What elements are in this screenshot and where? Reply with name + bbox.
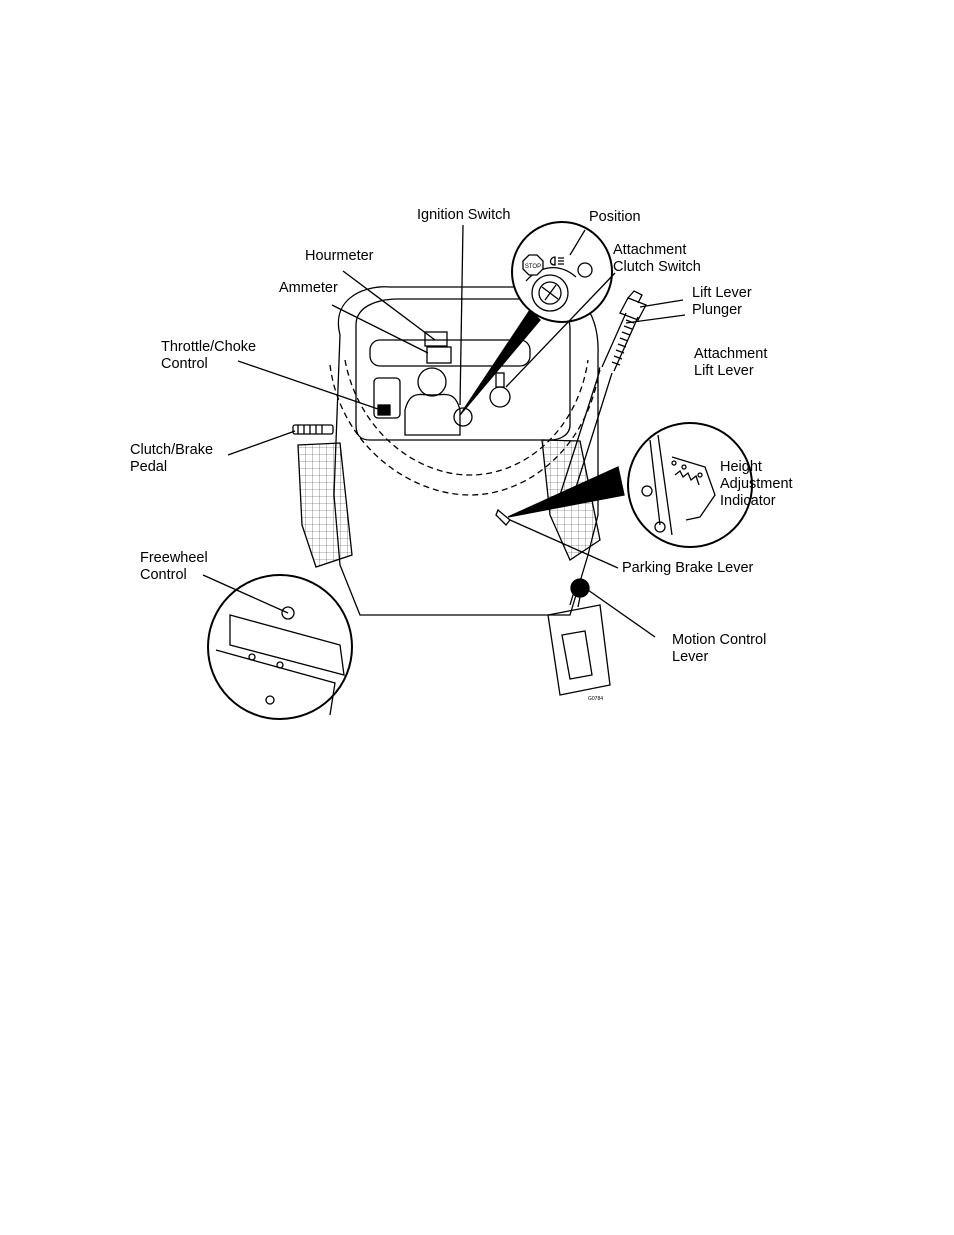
attachment-clutch-knob [490,387,510,407]
label-position: Position [589,209,641,226]
label-throttle-choke-control: Throttle/Choke Control [161,339,256,373]
ammeter-gauge [427,347,451,363]
hourmeter-gauge [425,332,447,346]
label-hourmeter: Hourmeter [305,248,374,265]
motion-control-plate [548,605,610,695]
throttle-lever [378,405,390,415]
label-ammeter: Ammeter [279,280,338,297]
lift-lever-spring [612,320,634,365]
label-attachment-lift-lever: Attachment Lift Lever [694,346,767,380]
figure-number: G0784 [588,696,603,702]
label-freewheel-control: Freewheel Control [140,550,208,584]
lift-plunger-leader [640,300,683,307]
label-lift-lever-plunger: Lift Lever Plunger [692,285,752,319]
left-floor-mat [298,443,352,567]
parking-brake-handle [496,510,510,525]
label-motion-control-lever: Motion Control Lever [672,632,766,666]
label-parking-brake-lever: Parking Brake Lever [622,560,753,577]
label-attachment-clutch-switch: Attachment Clutch Switch [613,242,701,276]
svg-text:STOP: STOP [525,264,541,270]
ammeter-leader [332,305,428,353]
clutch-brake-pedal [293,425,333,434]
label-clutch-brake-pedal: Clutch/Brake Pedal [130,442,213,476]
steering-column [418,368,446,396]
label-height-adjustment-indicator: Height Adjustment Indicator [720,459,793,510]
clutch-brake-leader [228,431,295,455]
label-ignition-switch: Ignition Switch [417,207,511,224]
motion-control-leader [588,590,655,637]
hourmeter-leader [343,271,435,340]
motion-control-knob [571,579,589,597]
throttle-leader [238,361,378,409]
ignition-leader [460,225,463,405]
freewheel-inset [208,575,352,719]
